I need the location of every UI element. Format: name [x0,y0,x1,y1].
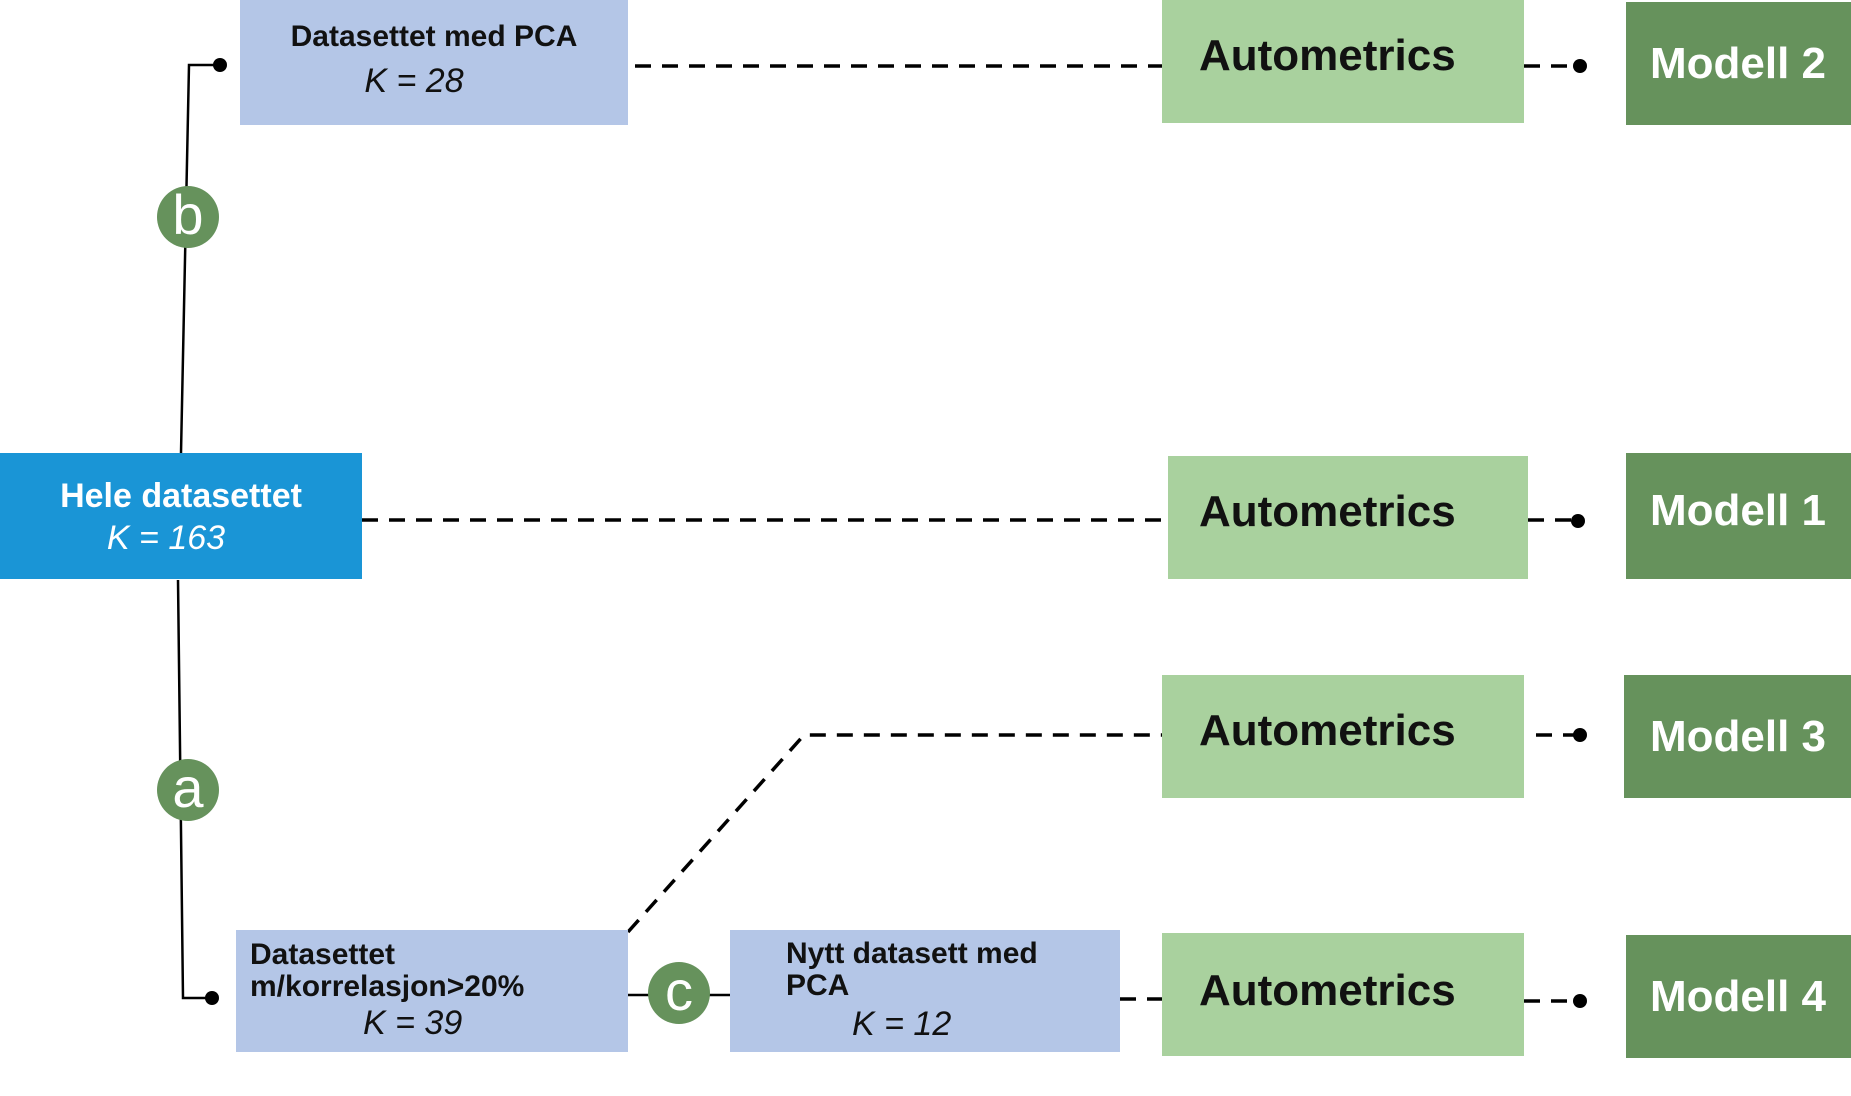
autometrics-label: Autometrics [1199,30,1456,80]
autometrics-label: Autometrics [1199,965,1456,1015]
corr-dataset-title-2: m/korrelasjon>20% [250,970,525,1003]
corr-dataset-k: K = 39 [363,1004,463,1042]
model-1-label: Modell 1 [1650,486,1827,535]
badge-b: b [157,186,219,248]
autometrics-box-2: Autometrics [1162,0,1524,123]
main-dataset-box: Hele datasettet K = 163 [0,453,362,579]
model-4-label: Modell 4 [1650,971,1827,1021]
newpca-dataset-title-2: PCA [786,969,850,1002]
newpca-dataset-box: Nytt datasett med PCA K = 12 [730,930,1120,1052]
badge-a: a [157,759,219,821]
autometrics-label: Autometrics [1199,705,1456,755]
badge-c: c [648,962,710,1024]
badge-c-label: c [665,959,693,1022]
model-3-label: Modell 3 [1650,711,1827,761]
newpca-dataset-k: K = 12 [852,1005,952,1043]
newpca-dataset-title-1: Nytt datasett med [786,937,1038,970]
autometrics-box-4: Autometrics [1162,933,1524,1056]
corr-dataset-box: Datasettet m/korrelasjon>20% K = 39 [236,930,628,1052]
model-3-box: Modell 3 [1624,675,1851,798]
pca-dataset-title: Datasettet med PCA [290,19,578,53]
autometrics-box-3: Autometrics [1162,675,1524,798]
autometrics-label: Autometrics [1199,486,1456,536]
pca-dataset-k: K = 28 [364,61,464,100]
corr-dataset-title-1: Datasettet [250,938,396,971]
branch-a-line [176,579,212,1000]
badge-a-label: a [172,756,204,819]
model-2-label: Modell 2 [1650,38,1827,88]
model-2-box: Modell 2 [1626,2,1851,125]
pca-dataset-box: Datasettet med PCA K = 28 [240,0,628,125]
autometrics-box-1: Autometrics [1168,456,1528,579]
corr-to-autometrics-line [626,733,1162,934]
main-dataset-k: K = 163 [106,519,226,557]
badge-b-label: b [172,183,204,246]
model-4-box: Modell 4 [1626,935,1851,1058]
branch-b-line [179,63,220,454]
main-dataset-title: Hele datasettet [60,477,302,515]
model-1-box: Modell 1 [1626,453,1851,579]
